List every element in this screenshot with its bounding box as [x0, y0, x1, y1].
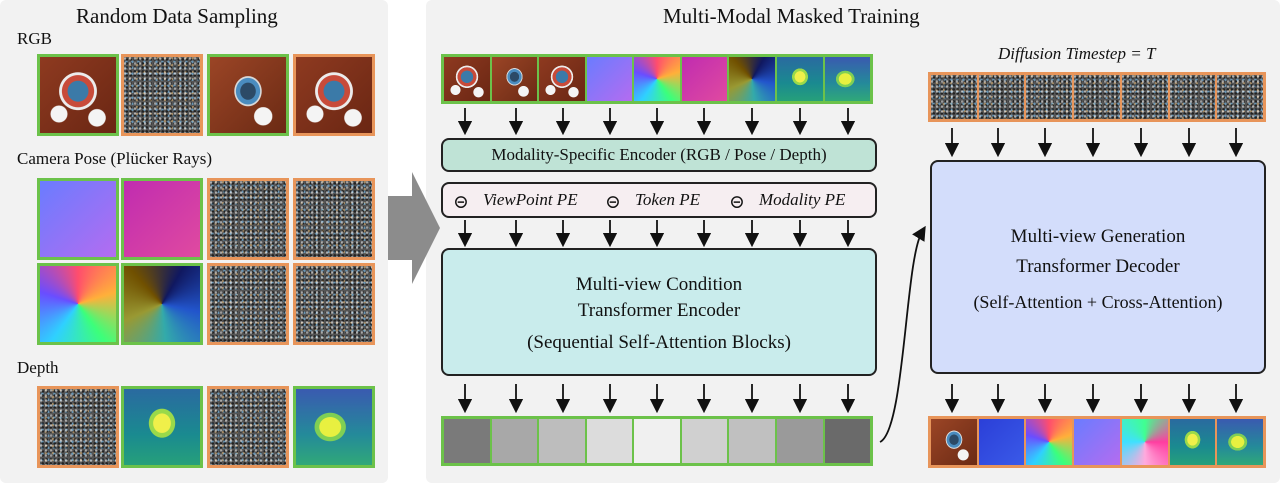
pose-sample-6 [121, 263, 203, 345]
depth-sample-2 [121, 386, 203, 468]
depth-sample-3-masked [207, 386, 289, 468]
encoder-label: Modality-Specific Encoder (RGB / Pose / … [491, 145, 827, 164]
noise-token [1026, 75, 1073, 119]
noise-token [1169, 75, 1216, 119]
output-token [681, 419, 728, 463]
rgb-label: RGB [17, 29, 52, 48]
token-pe-label: Token PE [635, 190, 701, 209]
output-token [824, 419, 871, 463]
generation-transformer-decoder: Multi-view Generation Transformer Decode… [930, 160, 1266, 374]
decoder-title-line1: Multi-view Generation [1010, 226, 1186, 247]
pose-sample-3-masked [207, 178, 289, 260]
viewpoint-pe-icon: ⊝ [453, 192, 469, 213]
input-token-pose-2 [634, 57, 680, 101]
generated-token-strip [928, 416, 1266, 468]
modality-pe-icon: ⊝ [729, 192, 745, 213]
generated-pose-3 [1074, 419, 1120, 465]
diffusion-timestep-label: Diffusion Timestep = T [998, 44, 1156, 63]
encoder-title-line3: (Sequential Self-Attention Blocks) [527, 332, 791, 353]
output-token [491, 419, 538, 463]
generated-pose-4 [1121, 419, 1168, 465]
noise-token-strip [928, 72, 1266, 122]
condition-transformer-encoder: Multi-view Condition Transformer Encoder… [441, 248, 877, 376]
positional-encodings: ⊝ ViewPoint PE ⊝ Token PE ⊝ Modality PE [441, 182, 877, 218]
pose-sample-5 [37, 263, 119, 345]
pose-sample-2 [121, 178, 203, 260]
decoder-title-line2: Transformer Decoder [1016, 256, 1180, 277]
output-token [586, 419, 633, 463]
viewpoint-pe-label: ViewPoint PE [483, 190, 578, 209]
output-token [776, 419, 823, 463]
encoder-title-line2: Transformer Encoder [577, 300, 741, 321]
input-token-pose-1 [586, 57, 633, 101]
pose-sample-4-masked [293, 178, 375, 260]
input-token-depth-1 [776, 57, 823, 101]
noise-token [978, 75, 1025, 119]
input-token-rgb-2 [491, 57, 538, 101]
noise-token [1217, 75, 1264, 119]
pose-sample-7-masked [207, 263, 289, 345]
noise-token [931, 75, 977, 119]
input-token-rgb-3 [539, 57, 585, 101]
modality-pe-label: Modality PE [759, 190, 846, 209]
left-panel-title: Random Data Sampling [76, 4, 278, 28]
depth-label: Depth [17, 358, 59, 377]
noise-token [1074, 75, 1120, 119]
generated-pose-2 [1026, 419, 1073, 465]
output-token-strip [441, 416, 873, 466]
middle-panel-title: Multi-Modal Masked Training [663, 4, 920, 28]
rgb-sample-3 [207, 54, 289, 136]
generated-pose-1 [978, 419, 1025, 465]
output-token [444, 419, 490, 463]
generated-rgb [931, 419, 977, 465]
output-token [729, 419, 775, 463]
rgb-sample-2-masked [121, 54, 203, 136]
input-token-strip [441, 54, 873, 104]
modality-specific-encoder: Modality-Specific Encoder (RGB / Pose / … [441, 138, 877, 172]
input-token-rgb-1 [444, 57, 490, 101]
pose-label: Camera Pose (Plücker Rays) [17, 149, 212, 168]
input-token-pose-4 [729, 57, 775, 101]
rgb-sample-1 [37, 54, 119, 136]
encoder-title-line1: Multi-view Condition [575, 274, 743, 295]
depth-sample-1-masked [37, 386, 119, 468]
input-token-pose-3 [681, 57, 728, 101]
token-pe-icon: ⊝ [605, 192, 621, 213]
decoder-title-line3: (Self-Attention + Cross-Attention) [973, 292, 1223, 312]
input-token-depth-2 [824, 57, 871, 101]
output-token [634, 419, 680, 463]
pose-sample-1 [37, 178, 119, 260]
depth-sample-4 [293, 386, 375, 468]
output-token [539, 419, 585, 463]
noise-token [1121, 75, 1168, 119]
rgb-sample-4 [293, 54, 375, 136]
generated-depth-2 [1217, 419, 1264, 465]
generated-depth-1 [1169, 419, 1216, 465]
pose-sample-8-masked [293, 263, 375, 345]
